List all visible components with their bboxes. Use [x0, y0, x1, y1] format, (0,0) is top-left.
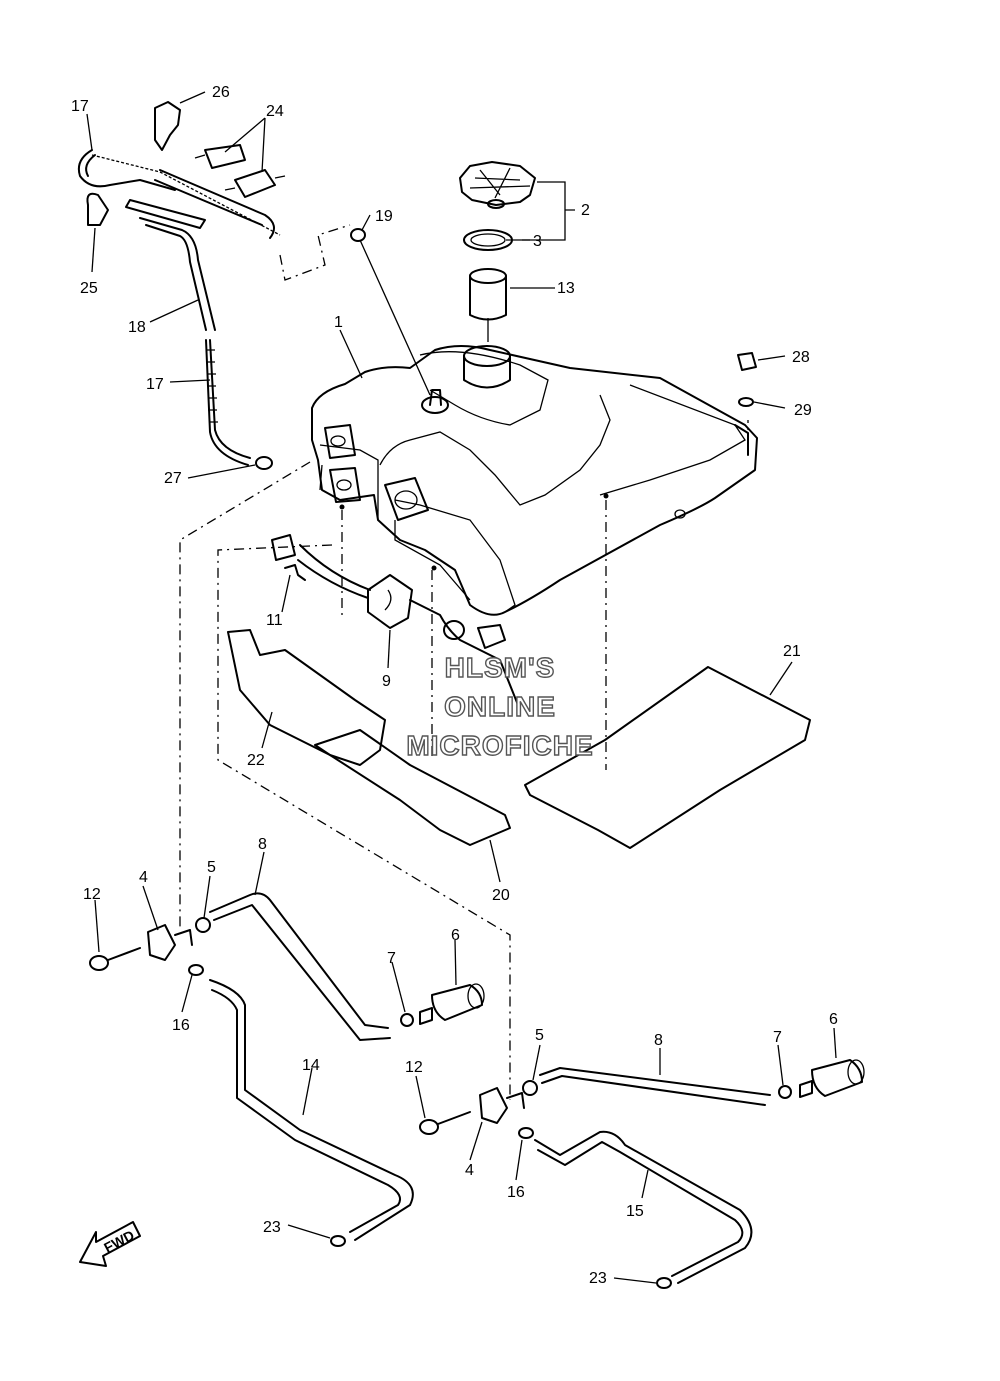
- fuel-hose-part-8[interactable]: [209, 892, 391, 1041]
- washer-part-29[interactable]: [738, 397, 754, 407]
- fuel-cap-part-2[interactable]: [459, 161, 536, 209]
- label-13: 13: [557, 280, 575, 297]
- cap-gasket-part-3[interactable]: [463, 229, 513, 251]
- fwd-label: FWD: [101, 1227, 137, 1256]
- label-4: 4: [139, 869, 148, 886]
- label-5: 5: [207, 859, 216, 876]
- label-29: 29: [794, 402, 812, 419]
- label-7: 7: [387, 950, 396, 967]
- fuel-hose-part-15[interactable]: [534, 1130, 753, 1284]
- label-25: 25: [80, 280, 98, 297]
- fuel-filter-part-6[interactable]: [419, 983, 485, 1025]
- fuel-cock-part-4[interactable]: [147, 924, 193, 961]
- label-12: 12: [405, 1059, 423, 1076]
- cap-part-5-right[interactable]: [522, 1080, 538, 1096]
- clip-part-26[interactable]: [154, 101, 181, 151]
- label-27: 27: [164, 470, 182, 487]
- fuel-filter-part-6-right[interactable]: [799, 1059, 865, 1098]
- label-5: 5: [535, 1027, 544, 1044]
- heat-shield-part-21[interactable]: [524, 666, 811, 849]
- label-6: 6: [829, 1011, 838, 1028]
- nut-part-28[interactable]: [737, 352, 757, 371]
- label-28: 28: [792, 349, 810, 366]
- fuel-sender-part-9[interactable]: [271, 534, 521, 711]
- label-12: 12: [83, 886, 101, 903]
- watermark: HLSM'S ONLINE MICROFICHE: [406, 651, 594, 761]
- label-9: 9: [382, 673, 391, 690]
- watermark-line-3: MICROFICHE: [406, 730, 593, 761]
- label-18: 18: [128, 319, 146, 336]
- joint-part-24[interactable]: [194, 144, 286, 198]
- forward-direction-arrow: FWD: [79, 1221, 141, 1267]
- label-23: 23: [589, 1270, 607, 1287]
- heat-shield-part-20[interactable]: [314, 729, 511, 846]
- cap-part-5[interactable]: [195, 917, 211, 933]
- reference-dot: [603, 493, 609, 499]
- clamp-part-16-right[interactable]: [518, 1127, 534, 1139]
- label-14: 14: [302, 1057, 320, 1074]
- label-1: 1: [334, 314, 343, 331]
- reference-dot: [339, 504, 345, 510]
- screw-part-11[interactable]: [284, 564, 306, 581]
- label-6: 6: [451, 927, 460, 944]
- label-3: 3: [533, 233, 542, 250]
- label-26: 26: [212, 84, 230, 101]
- bolt-part-12[interactable]: [89, 947, 141, 971]
- label-24: 24: [266, 103, 284, 120]
- label-16: 16: [507, 1184, 525, 1201]
- watermark-line-2: ONLINE: [444, 691, 556, 722]
- label-8: 8: [654, 1032, 663, 1049]
- label-7: 7: [773, 1029, 782, 1046]
- label-21: 21: [783, 643, 801, 660]
- label-17: 17: [71, 98, 89, 115]
- fuel-cock-part-4-right[interactable]: [479, 1087, 525, 1124]
- assembly-guide-lines: [179, 420, 749, 1100]
- label-2: 2: [581, 202, 590, 219]
- label-20: 20: [492, 887, 510, 904]
- breather-hose-part-17[interactable]: [77, 149, 281, 239]
- clamp-part-16[interactable]: [188, 964, 204, 976]
- clamp-part-23[interactable]: [330, 1235, 346, 1247]
- label-8: 8: [258, 836, 267, 853]
- label-11: 11: [266, 612, 283, 629]
- reference-dot: [431, 565, 437, 571]
- label-23: 23: [263, 1219, 281, 1236]
- fuel-hose-part-8-right[interactable]: [539, 1067, 771, 1106]
- filler-strainer-part-13[interactable]: [469, 268, 507, 321]
- clamp-part-25[interactable]: [86, 192, 109, 226]
- fuel-hose-part-14[interactable]: [209, 979, 414, 1241]
- label-19: 19: [375, 208, 393, 225]
- clamp-part-7-right[interactable]: [778, 1085, 792, 1099]
- clamp-part-23-right[interactable]: [656, 1277, 672, 1289]
- label-16: 16: [172, 1017, 190, 1034]
- label-4: 4: [465, 1162, 474, 1179]
- fuel-tank-part-1[interactable]: [311, 345, 758, 616]
- clamp-part-27[interactable]: [255, 456, 273, 470]
- part-number-labels: 1 2 3 4 4 5 5 6 6 7 7 8 8 9 11 12 12 13 …: [71, 84, 838, 1287]
- clamp-part-7[interactable]: [400, 1013, 414, 1027]
- clip-part-19[interactable]: [350, 228, 366, 242]
- label-17: 17: [146, 376, 164, 393]
- bolt-part-12-right[interactable]: [419, 1111, 471, 1135]
- watermark-line-1: HLSM'S: [445, 652, 556, 683]
- heat-shield-part-22[interactable]: [227, 629, 386, 766]
- label-22: 22: [247, 752, 265, 769]
- leader-lines: [86, 91, 837, 1284]
- label-15: 15: [626, 1203, 644, 1220]
- breather-hose-part-18[interactable]: [125, 199, 251, 466]
